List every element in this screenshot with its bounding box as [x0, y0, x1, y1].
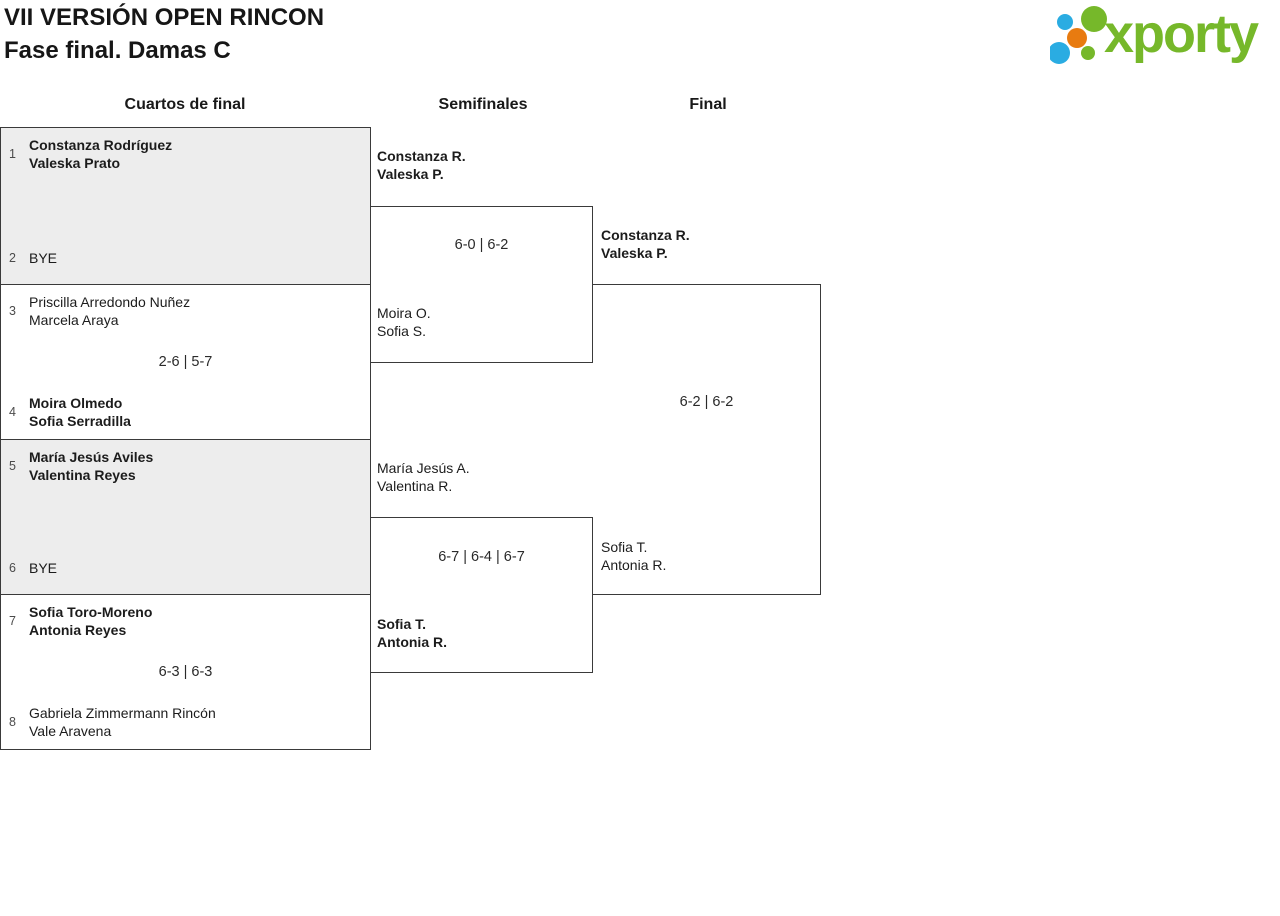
seed-number: 2 — [9, 251, 16, 265]
player-name: Vale Aravena — [29, 723, 112, 739]
seed-number: 5 — [9, 459, 16, 473]
qf2-team-top: 3 Priscilla Arredondo Nuñez Marcela Aray… — [9, 293, 190, 329]
match-score: 2-6 | 5-7 — [158, 354, 213, 370]
final-match-box — [592, 284, 821, 595]
seed-number: 1 — [9, 147, 16, 161]
player-name: Antonia Reyes — [29, 622, 127, 638]
qf-match-1: 1 Constanza Rodríguez Valeska Prato 2 BY… — [1, 128, 370, 284]
team-players: BYE — [29, 249, 57, 267]
page-title: VII VERSIÓN OPEN RINCON Fase final. Dama… — [4, 1, 324, 67]
round-header-final: Final — [689, 96, 727, 113]
xporty-wordmark: xporty — [1104, 4, 1259, 64]
match-score: 6-2 | 6-2 — [679, 394, 734, 410]
final-team-top: Constanza R. Valeska P. — [601, 226, 690, 262]
qf4-team-bottom: 8 Gabriela Zimmermann Rincón Vale Araven… — [9, 704, 216, 740]
sf2-team-top: María Jesús A. Valentina R. — [377, 459, 470, 495]
match-score: 6-7 | 6-4 | 6-7 — [438, 549, 525, 565]
player-name: Moira Olmedo — [29, 395, 123, 411]
team-players: Constanza Rodríguez Valeska Prato — [29, 136, 172, 172]
player-name: BYE — [29, 560, 58, 576]
player-name: María Jesús A. — [377, 460, 470, 476]
seed-number: 4 — [9, 405, 16, 419]
player-name: Moira O. — [377, 305, 431, 321]
team-players: BYE — [29, 559, 57, 577]
match-score: 6-0 | 6-2 — [454, 237, 509, 253]
tournament-name: VII VERSIÓN OPEN RINCON — [4, 4, 325, 31]
sf1-team-bottom: Moira O. Sofia S. — [377, 304, 431, 340]
round-header-semifinals: Semifinales — [438, 96, 528, 113]
player-name: Gabriela Zimmermann Rincón — [29, 705, 216, 721]
team-players: Moira Olmedo Sofia Serradilla — [29, 394, 131, 430]
match-score: 6-3 | 6-3 — [158, 664, 213, 680]
quarterfinals-column: 1 Constanza Rodríguez Valeska Prato 2 BY… — [0, 127, 371, 750]
team-players: Gabriela Zimmermann Rincón Vale Aravena — [29, 704, 216, 740]
player-name: Valentina R. — [377, 478, 453, 494]
qf-match-3: 5 María Jesús Aviles Valentina Reyes 6 B… — [1, 439, 370, 594]
qf1-team-bottom: 2 BYE — [9, 249, 57, 267]
player-name: Valentina Reyes — [29, 467, 136, 483]
qf3-team-bottom: 6 BYE — [9, 559, 57, 577]
player-name: Constanza R. — [601, 227, 690, 243]
sf-match-2-box — [370, 517, 593, 673]
team-players: María Jesús Aviles Valentina Reyes — [29, 448, 153, 484]
player-name: Marcela Araya — [29, 312, 119, 328]
sf2-team-bottom: Sofia T. Antonia R. — [377, 615, 447, 651]
seed-number: 6 — [9, 561, 16, 575]
player-name: Valeska P. — [377, 166, 444, 182]
player-name: Antonia R. — [377, 634, 447, 650]
qf-match-2: 3 Priscilla Arredondo Nuñez Marcela Aray… — [1, 284, 370, 439]
qf4-team-top: 7 Sofia Toro-Moreno Antonia Reyes — [9, 603, 152, 639]
player-name: Antonia R. — [601, 557, 667, 573]
qf2-team-bottom: 4 Moira Olmedo Sofia Serradilla — [9, 394, 131, 430]
player-name: Sofia Toro-Moreno — [29, 604, 153, 620]
xporty-logo[interactable]: xporty — [1050, 2, 1278, 72]
player-name: Sofia S. — [377, 323, 427, 339]
xporty-logo-dots — [1050, 6, 1107, 64]
player-name: Constanza R. — [377, 148, 466, 164]
player-name: Constanza Rodríguez — [29, 137, 173, 153]
phase-category: Fase final. Damas C — [4, 37, 231, 64]
team-players: Sofia Toro-Moreno Antonia Reyes — [29, 603, 152, 639]
seed-number: 7 — [9, 614, 16, 628]
qf1-team-top: 1 Constanza Rodríguez Valeska Prato — [9, 136, 172, 172]
player-name: BYE — [29, 250, 58, 266]
player-name: María Jesús Aviles — [29, 449, 154, 465]
qf3-team-top: 5 María Jesús Aviles Valentina Reyes — [9, 448, 153, 484]
team-players: Priscilla Arredondo Nuñez Marcela Araya — [29, 293, 190, 329]
player-name: Valeska Prato — [29, 155, 121, 171]
round-header-quarterfinals: Cuartos de final — [124, 96, 246, 113]
player-name: Valeska P. — [601, 245, 668, 261]
player-name: Sofia T. — [601, 539, 648, 555]
player-name: Sofia T. — [377, 616, 427, 632]
player-name: Sofia Serradilla — [29, 413, 131, 429]
sf1-team-top: Constanza R. Valeska P. — [377, 147, 466, 183]
player-name: Priscilla Arredondo Nuñez — [29, 294, 191, 310]
final-team-bottom: Sofia T. Antonia R. — [601, 538, 666, 574]
seed-number: 3 — [9, 304, 16, 318]
seed-number: 8 — [9, 715, 16, 729]
qf-match-4: 7 Sofia Toro-Moreno Antonia Reyes 6-3 | … — [1, 594, 370, 749]
